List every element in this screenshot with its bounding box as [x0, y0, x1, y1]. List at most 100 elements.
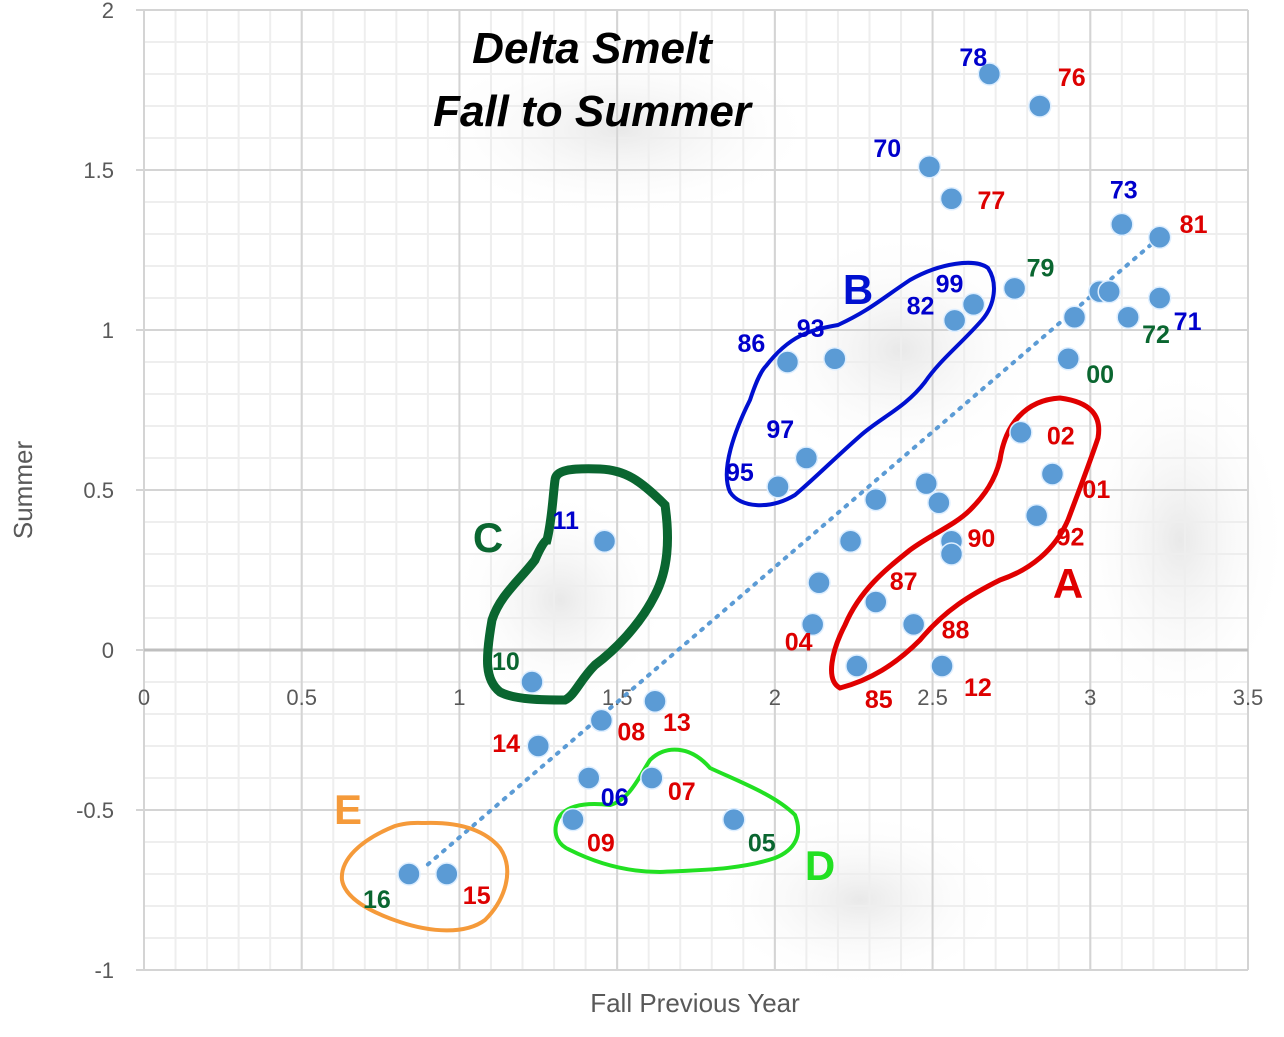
- point-label: 77: [977, 187, 1005, 215]
- x-tick-label: 3.5: [1233, 685, 1264, 710]
- x-tick-label: 3: [1084, 685, 1096, 710]
- y-tick-label: 1: [102, 318, 114, 343]
- data-point: [589, 708, 614, 733]
- data-point: [914, 471, 939, 496]
- data-point: [1147, 286, 1172, 310]
- point-label: 10: [492, 648, 520, 676]
- point-label: 08: [617, 718, 645, 746]
- data-point: [435, 862, 459, 886]
- point-label: 82: [907, 292, 935, 320]
- data-point: [526, 734, 551, 758]
- data-point: [1062, 305, 1087, 329]
- point-label: 81: [1180, 211, 1208, 239]
- data-point: [794, 446, 819, 470]
- data-point: [1024, 503, 1049, 528]
- x-axis-title: Fall Previous Year: [590, 988, 800, 1018]
- point-label: 90: [967, 525, 995, 553]
- x-tick-label: 1: [453, 685, 465, 710]
- group-outline-e: [339, 820, 510, 933]
- x-tick-label: 2.5: [917, 685, 948, 710]
- chart-title-line-1: Delta Smelt: [472, 24, 714, 73]
- data-point: [577, 766, 601, 790]
- group-label-d: D: [805, 842, 835, 889]
- point-label: 01: [1082, 476, 1110, 504]
- data-point: [930, 654, 954, 678]
- point-label: 07: [668, 778, 696, 806]
- point-label: 05: [748, 830, 776, 858]
- data-point: [1147, 225, 1172, 249]
- data-point: [901, 612, 926, 637]
- data-point: [977, 62, 1002, 86]
- data-point: [592, 529, 617, 553]
- point-label: 92: [1057, 524, 1085, 552]
- point-label: 76: [1058, 64, 1086, 92]
- point-label: 06: [601, 784, 629, 812]
- data-point: [864, 487, 888, 512]
- point-label: 04: [785, 628, 813, 656]
- data-point: [838, 529, 863, 553]
- grid-major: [136, 9, 1249, 971]
- data-point: [775, 350, 800, 374]
- chart-title-line-2: Fall to Summer: [433, 87, 754, 136]
- y-tick-label: 0.5: [83, 478, 114, 503]
- data-point: [942, 308, 967, 333]
- data-point: [1040, 462, 1065, 486]
- data-point: [939, 187, 964, 211]
- point-label: 12: [964, 674, 992, 702]
- point-label: 72: [1142, 321, 1170, 349]
- data-point: [722, 807, 746, 832]
- data-point: [927, 491, 951, 515]
- data-point: [397, 862, 421, 886]
- data-point: [1110, 212, 1134, 237]
- y-axis-title: Summer: [8, 441, 38, 540]
- x-tick-label: 1.5: [602, 685, 633, 710]
- point-label: 79: [1027, 254, 1055, 282]
- point-label: 00: [1086, 361, 1114, 389]
- point-label: 70: [873, 135, 901, 163]
- point-label: 09: [587, 830, 615, 858]
- point-label: 85: [865, 686, 893, 714]
- group-outline-c: [483, 464, 673, 705]
- data-point: [823, 347, 847, 371]
- point-label: 86: [737, 330, 765, 358]
- data-point: [1056, 347, 1080, 371]
- axis-ticks: 0 0.5 1 1.5 2 2.5 3 3.5 2 1.5 1 0.5 0 -0.5 -1: [76, 0, 1263, 983]
- point-label: 15: [463, 882, 491, 910]
- data-point: [939, 542, 964, 566]
- point-label: 13: [663, 709, 691, 737]
- y-tick-label: 2: [102, 0, 114, 23]
- data-point: [800, 612, 825, 637]
- point-label: 16: [363, 886, 391, 914]
- data-point: [845, 654, 869, 678]
- data-point: [643, 689, 667, 713]
- y-tick-label: 0: [102, 638, 114, 663]
- point-label: 02: [1047, 422, 1075, 450]
- point-label: 71: [1174, 308, 1202, 336]
- point-label: 99: [936, 270, 964, 298]
- data-point: [917, 155, 942, 179]
- point-label: 78: [959, 44, 987, 72]
- x-tick-label: 2: [769, 685, 781, 710]
- x-tick-label: 0: [138, 685, 150, 710]
- data-point: [1002, 276, 1027, 301]
- y-tick-label: -1: [94, 958, 114, 983]
- point-label: 88: [942, 616, 970, 644]
- x-tick-label: 0.5: [286, 685, 317, 710]
- trendline: [425, 235, 1162, 867]
- group-label-a: A: [1053, 560, 1083, 607]
- data-point: [766, 475, 790, 499]
- y-tick-label: -0.5: [76, 798, 114, 823]
- point-label: 93: [797, 315, 825, 343]
- data-point: [1116, 305, 1140, 329]
- point-label: 11: [553, 507, 580, 535]
- point-label: 14: [492, 730, 520, 758]
- group-outline-d: [553, 747, 801, 875]
- point-label: 97: [766, 416, 794, 444]
- y-tick-label: 1.5: [83, 158, 114, 183]
- data-point: [1028, 94, 1052, 118]
- group-outlines: [339, 260, 1102, 933]
- group-label-b: B: [843, 266, 873, 313]
- data-point: [561, 807, 585, 832]
